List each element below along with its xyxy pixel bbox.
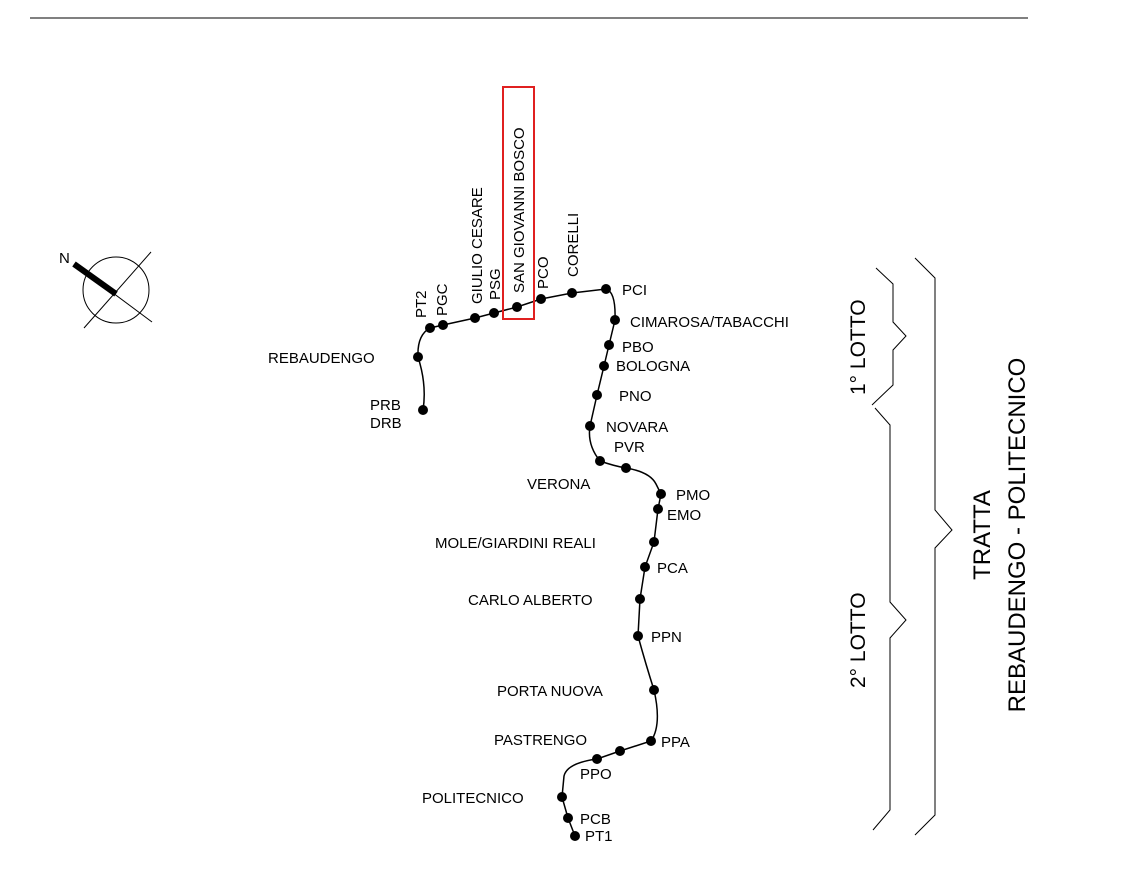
station-dot-ppo	[592, 754, 602, 764]
station-dot-pno	[592, 390, 602, 400]
label-san-giovanni-bosco: SAN GIOVANNI BOSCO	[511, 127, 528, 293]
station-dot-pt1	[570, 831, 580, 841]
label-pt1: PT1	[585, 828, 613, 845]
label-pcb: PCB	[580, 811, 611, 828]
lot1-brace	[871, 267, 907, 406]
lot2-label: 2° LOTTO	[847, 592, 870, 688]
lot1-label: 1° LOTTO	[847, 299, 870, 395]
label-cimarosa: CIMAROSA/TABACCHI	[630, 314, 789, 331]
station-dot-carlo-alberto	[635, 594, 645, 604]
label-politecnico: POLITECNICO	[422, 790, 524, 807]
label-corelli: CORELLI	[565, 213, 582, 277]
station-dot-pgc	[438, 320, 448, 330]
station-dot-giulio-cesare	[470, 313, 480, 323]
label-pbo: PBO	[622, 339, 654, 356]
label-porta-nuova: PORTA NUOVA	[497, 683, 603, 700]
label-ppo: PPO	[580, 766, 612, 783]
station-dot-pastrengo	[615, 746, 625, 756]
station-dot-ppa	[646, 736, 656, 746]
label-verona: VERONA	[527, 476, 590, 493]
station-dot-psg	[489, 308, 499, 318]
station-dot-pt2	[425, 323, 435, 333]
station-dot-pco	[536, 294, 546, 304]
label-pci: PCI	[622, 282, 647, 299]
north-label: N	[59, 250, 70, 267]
label-pco: PCO	[535, 256, 552, 289]
label-drb: DRB	[370, 415, 402, 432]
station-dot-verona	[595, 456, 605, 466]
label-pt2: PT2	[413, 290, 430, 318]
label-bologna: BOLOGNA	[616, 358, 690, 375]
label-pno: PNO	[619, 388, 652, 405]
label-mole: MOLE/GIARDINI REALI	[435, 535, 596, 552]
label-psg: PSG	[487, 268, 504, 300]
station-dot-politecnico	[557, 792, 567, 802]
label-pvr: PVR	[614, 439, 645, 456]
station-dot-prb	[418, 405, 428, 415]
station-dot-san-giovanni-bosco	[512, 302, 522, 312]
station-dot-emo	[653, 504, 663, 514]
highlight-box	[502, 86, 535, 320]
station-dot-rebaudengo	[413, 352, 423, 362]
tratta-brace	[914, 257, 953, 836]
station-dot-bologna	[599, 361, 609, 371]
station-dot-pvr	[621, 463, 631, 473]
station-dot-ppn	[633, 631, 643, 641]
station-dot-pca	[640, 562, 650, 572]
title-line1: TRATTA	[969, 490, 996, 580]
label-pca: PCA	[657, 560, 688, 577]
station-dot-novara	[585, 421, 595, 431]
north-arrow-icon: N	[59, 250, 153, 329]
label-giulio-cesare: GIULIO CESARE	[469, 187, 486, 304]
title-line2: REBAUDENGO - POLITECNICO	[1004, 358, 1031, 713]
station-dot-corelli	[567, 288, 577, 298]
label-pgc: PGC	[434, 283, 451, 316]
label-emo: EMO	[667, 507, 701, 524]
station-dot-cimarosa	[610, 315, 620, 325]
label-novara: NOVARA	[606, 419, 668, 436]
label-prb: PRB	[370, 397, 401, 414]
lot2-brace	[872, 407, 907, 831]
label-pastrengo: PASTRENGO	[494, 732, 587, 749]
station-dot-pmo	[656, 489, 666, 499]
label-ppn: PPN	[651, 629, 682, 646]
station-dots	[413, 284, 666, 841]
station-dot-pcb	[563, 813, 573, 823]
station-dot-mole	[649, 537, 659, 547]
station-dot-porta-nuova	[649, 685, 659, 695]
station-dot-pci	[601, 284, 611, 294]
label-ppa: PPA	[661, 734, 690, 751]
label-rebaudengo: REBAUDENGO	[268, 350, 375, 367]
label-carlo-alberto: CARLO ALBERTO	[468, 592, 593, 609]
station-dot-pbo	[604, 340, 614, 350]
label-pmo: PMO	[676, 487, 710, 504]
